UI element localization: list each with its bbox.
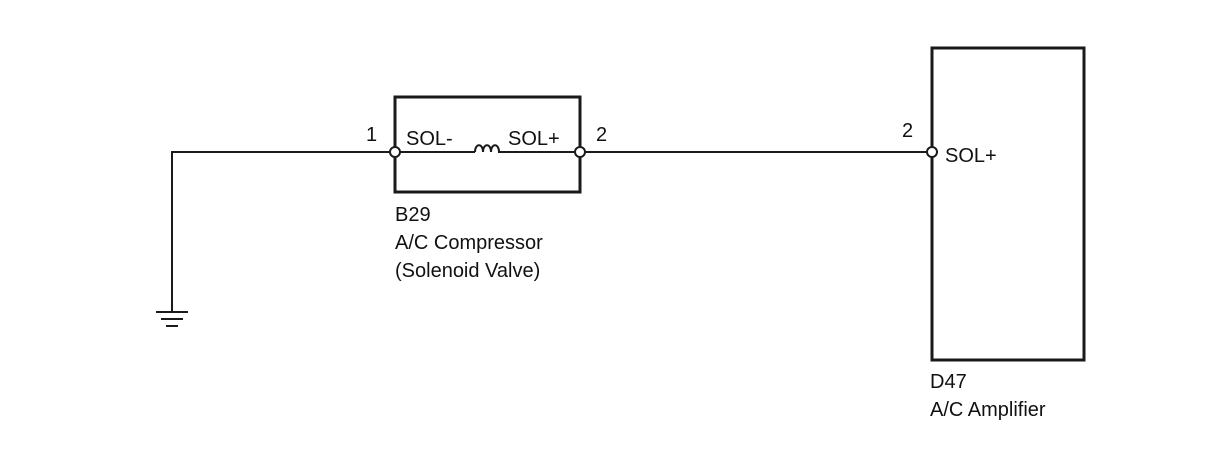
d47-pin2-number: 2 (902, 120, 913, 142)
b29-subname: (Solenoid Valve) (395, 260, 540, 282)
terminal-b29-pin2 (574, 146, 586, 158)
d47-code: D47 (930, 371, 967, 393)
terminal-b29-pin1 (389, 146, 401, 158)
ground-wire (171, 151, 393, 312)
ground-icon (156, 311, 188, 327)
b29-sol-plus-label: SOL+ (508, 128, 560, 150)
d47-name: A/C Amplifier (930, 399, 1046, 421)
b29-code: B29 (395, 204, 431, 226)
b29-name: A/C Compressor (395, 232, 543, 254)
b29-sol-minus-label: SOL- (406, 128, 453, 150)
solenoid-coil-icon (474, 144, 500, 153)
terminal-d47-pin2 (926, 146, 938, 158)
d47-sol-plus-label: SOL+ (945, 145, 997, 167)
b29-pin2-number: 2 (596, 124, 607, 146)
amplifier-box (930, 46, 1086, 362)
b29-pin1-number: 1 (366, 124, 377, 146)
